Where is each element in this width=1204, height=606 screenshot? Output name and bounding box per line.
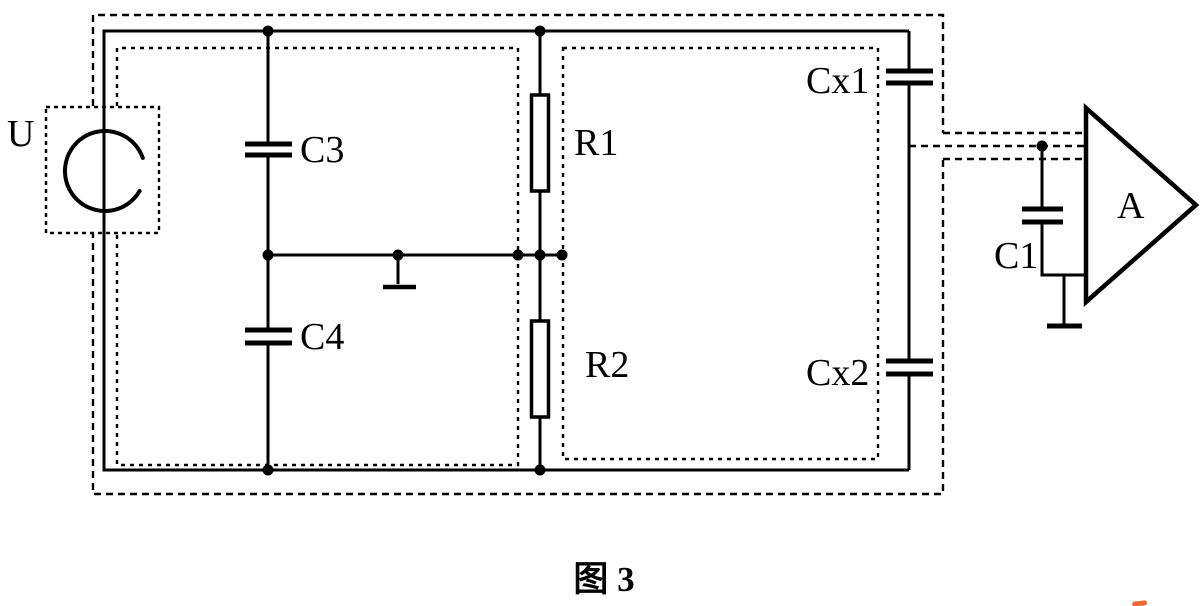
junction-dot [1036, 140, 1048, 152]
capacitor-c4 [245, 327, 292, 346]
label-c3: C3 [300, 129, 344, 171]
outer-shield-box [91, 13, 945, 496]
voltage-source-symbol [62, 129, 145, 213]
resistor-r2 [529, 319, 551, 419]
inner-shield-box-right [561, 46, 880, 461]
resistor-r1 [529, 93, 551, 193]
figure-caption: 图 3 [573, 560, 634, 599]
orange-corner-mark [1132, 600, 1148, 606]
label-c4: C4 [300, 316, 344, 358]
junction-dot [556, 249, 568, 261]
shielded-cable-dashes [909, 131, 1084, 161]
junction-dot [262, 25, 274, 37]
junction-dot [534, 249, 546, 261]
junction-dot [534, 464, 546, 476]
capacitor-c1 [1022, 206, 1063, 225]
main-loop-wire [102, 29, 909, 472]
capacitor-c3 [245, 141, 292, 158]
amplifier-triangle [1083, 103, 1200, 307]
junction-dot [262, 249, 274, 261]
label-c1: C1 [994, 235, 1038, 277]
capacitor-cx2 [886, 358, 933, 377]
label-source-u: U [7, 113, 34, 155]
junction-dot [512, 249, 524, 261]
junction-dot [534, 25, 546, 37]
amp-input-wire [1040, 146, 1086, 324]
junction-dot [262, 464, 274, 476]
junction-dots [262, 25, 1048, 476]
label-r1: R1 [574, 122, 618, 164]
junction-dot [392, 249, 404, 261]
label-r2: R2 [585, 344, 629, 386]
label-cx2: Cx2 [806, 352, 869, 394]
capacitor-cx1 [886, 68, 933, 86]
label-amplifier-a: A [1117, 185, 1145, 227]
label-cx1: Cx1 [806, 60, 869, 102]
